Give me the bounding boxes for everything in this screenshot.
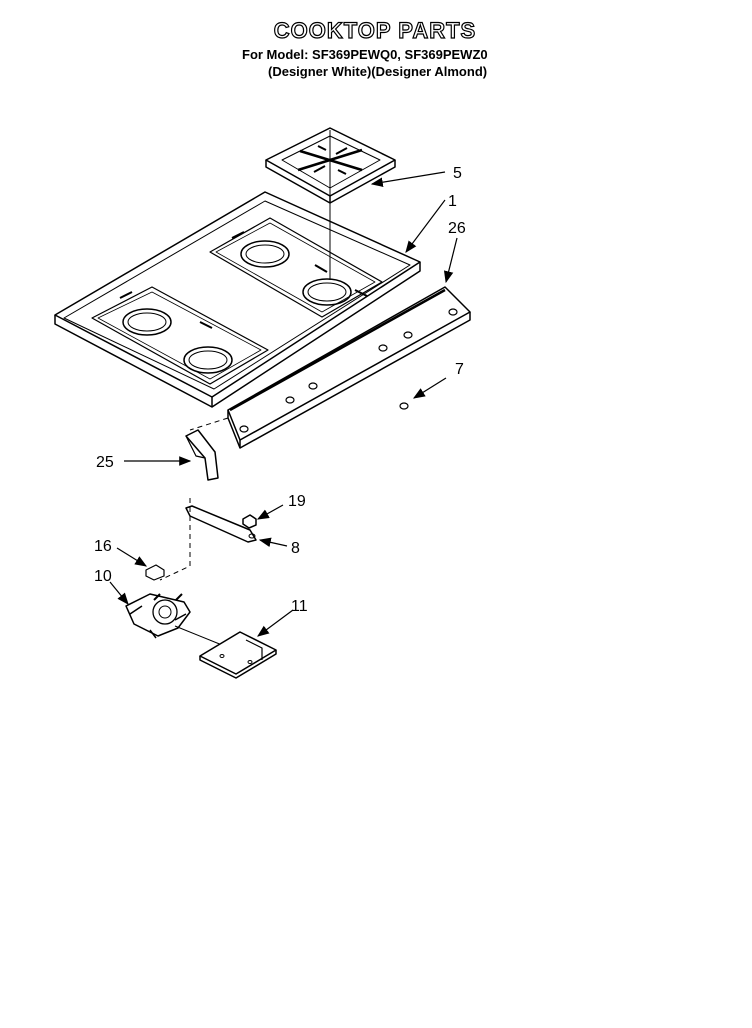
burner-head-left-front bbox=[183, 346, 233, 374]
callout-8: 8 bbox=[291, 540, 300, 557]
model-line: For Model: SF369PEWQ0, SF369PEWZ0 bbox=[242, 47, 488, 62]
callout-26: 26 bbox=[448, 220, 466, 237]
callout-1: 1 bbox=[448, 193, 457, 210]
callout-16: 16 bbox=[94, 538, 112, 555]
heat-shield-part bbox=[199, 631, 277, 679]
callout-7: 7 bbox=[455, 361, 464, 378]
color-line: (Designer White)(Designer Almond) bbox=[268, 64, 488, 79]
page-title: COOKTOP PARTS bbox=[273, 17, 477, 43]
screw-part bbox=[399, 402, 409, 410]
burner-head-right-rear bbox=[240, 240, 290, 268]
cooktop-part bbox=[54, 191, 421, 408]
callout-11: 11 bbox=[291, 598, 308, 615]
nut-part bbox=[145, 564, 165, 581]
callout-19: 19 bbox=[288, 493, 306, 510]
callout-25: 25 bbox=[96, 454, 114, 471]
callout-10: 10 bbox=[94, 568, 112, 585]
front-rail-part bbox=[227, 286, 471, 449]
clip-part bbox=[242, 514, 257, 529]
valve-part bbox=[125, 593, 191, 639]
callout-5: 5 bbox=[453, 165, 462, 182]
burner-head-right-front bbox=[302, 278, 352, 306]
burner-head-left-rear bbox=[122, 308, 172, 336]
bracket-part bbox=[185, 429, 219, 481]
